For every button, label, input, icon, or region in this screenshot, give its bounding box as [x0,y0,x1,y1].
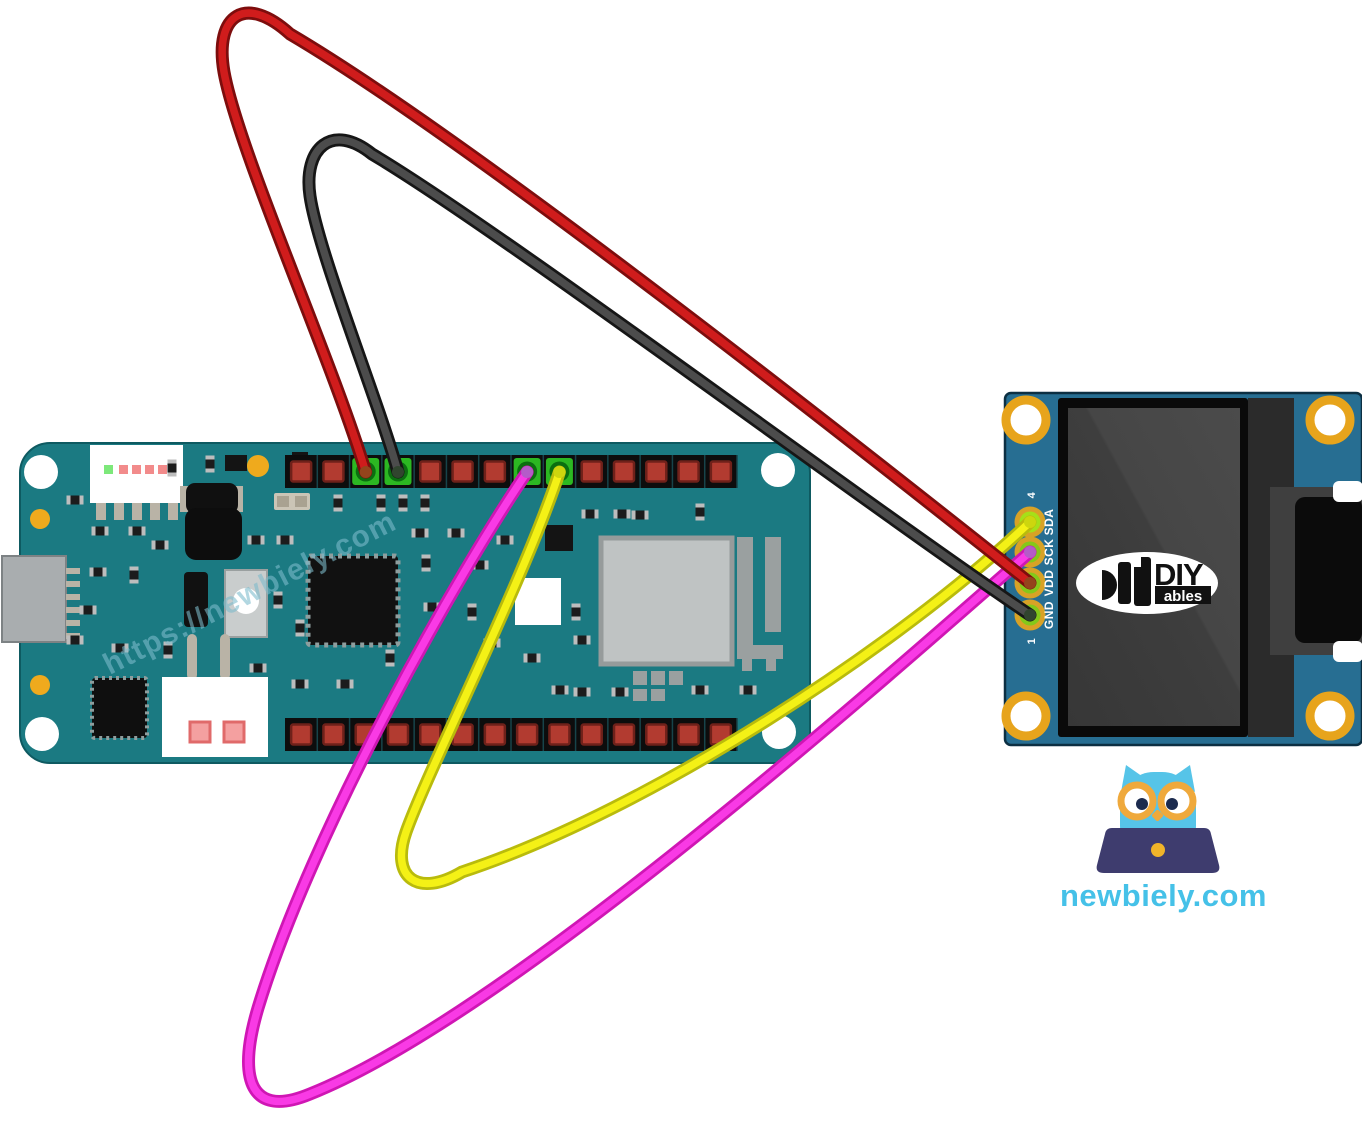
wire-yellow-tip-arduino [553,466,566,478]
wire-red-tip-arduino [359,466,372,478]
wire-magenta [244,468,1034,1106]
header-pin [612,723,636,746]
soic-chip [545,525,573,551]
header-pin [580,723,603,746]
wire-yellow-tip-oled [1024,516,1036,528]
wire-red [218,9,1034,587]
pcb-notch [1333,481,1362,502]
oled-pin-number-1: 1 [1026,637,1038,645]
header-pin [289,723,313,746]
wire-red-tip-oled [1024,577,1036,589]
header-pin [677,723,700,746]
wire-black-tip-oled [1024,609,1036,621]
oled-pin-label-SCK: SCK [1042,538,1056,566]
header-pin [483,460,507,483]
diyables-glyph [1102,570,1117,600]
top-header-pins [289,455,738,488]
header-pin [289,460,313,483]
usb-port [1,555,80,643]
header-pin [419,460,442,483]
arduino-test-pads [30,455,269,695]
newbiely-owl-logo [1096,765,1220,873]
wire-black-tip-arduino [392,466,404,478]
transistor-leg [187,634,197,680]
header-pin [419,723,442,746]
header-pin [645,723,668,746]
oled-flex-connector [1295,497,1362,643]
mcu-chip [305,553,401,648]
crystal [184,572,208,627]
header-pin [709,460,733,483]
site-name-text: newbiely.com [1060,878,1267,913]
bottom-silkscreen-box [162,677,268,757]
oled-pin-label-VDD: VDD [1042,569,1056,597]
inductor-barrel [180,483,243,514]
wire-magenta-tip-oled [1024,546,1036,558]
pcb-notch [1333,641,1362,662]
header-pin [580,460,603,483]
header-pin [386,723,410,746]
wire-magenta-outline [242,465,1037,1108]
header-pin [677,460,700,483]
smd-components [66,455,757,697]
antenna-trace [737,537,783,671]
reset-button[interactable] [224,569,268,638]
header-pin [548,723,571,746]
power-led [104,465,113,474]
transistor-leg [220,634,230,680]
header-pin [612,460,636,483]
rf-shield [598,535,735,667]
header-pin [322,723,345,746]
jumper-pads [274,493,310,510]
header-pin [515,723,539,746]
oled-pin-label-GND: GND [1042,600,1056,630]
power-ic [185,508,242,560]
header-pin [645,460,668,483]
wire-magenta-tip-arduino [521,466,534,478]
arduino-mkr-board [1,442,811,764]
header-pin [451,460,474,483]
shield-pads [633,671,683,701]
oled-mounting-holes [1001,395,1355,741]
header-pin [483,723,507,746]
white-component [515,578,561,625]
oled-pin-number-4: 4 [1026,491,1038,499]
wire-black [305,136,1034,619]
sot23-part [225,455,247,471]
qfn-chip [90,676,149,740]
wire-yellow [397,468,1034,888]
diyables-logo: DIY ables [1076,552,1218,614]
header-pin [322,460,345,483]
diyables-text-sub: ables [1164,588,1202,605]
oled-pin-label-SDA: SDA [1042,508,1056,536]
